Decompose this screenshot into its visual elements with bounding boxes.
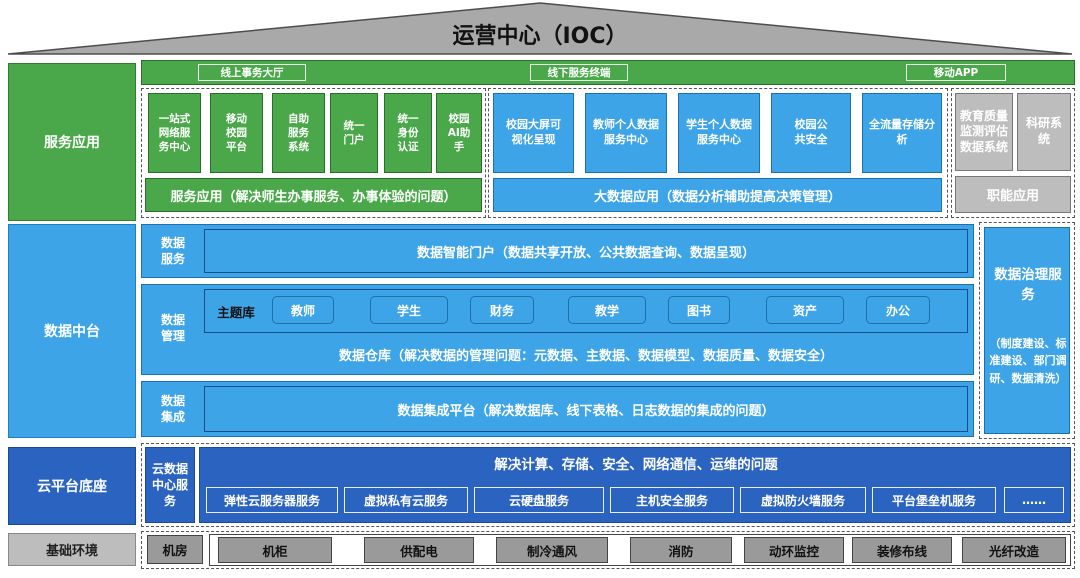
cloud-disk: 云硬盘服务 [474,487,604,513]
layer-label-cloud: 云平台底座 [8,447,136,525]
app-one-stop-service: 一站式网络服务中心 [148,93,201,173]
bigdata-apps-caption: 大数据应用（数据分析辅助提高决策管理） [493,178,942,212]
theme-office: 办公 [866,296,930,324]
app-campus-ai: 校园AI助手 [436,93,482,173]
cloud-host-security: 主机安全服务 [610,487,734,513]
roof [7,2,1073,55]
infra-cabling: 装修布线 [852,537,952,563]
infra-machine-room-contents [209,534,1071,566]
bigdata-apps-group [488,88,948,218]
layer-label-data: 数据中台 [8,224,136,438]
app-unified-portal: 统一门户 [330,93,378,173]
theme-student: 学生 [370,296,448,324]
layer-label-infra: 基础环境 [8,533,136,566]
app-self-service: 自助服务系统 [272,93,325,173]
app-teacher-data-center: 教师个人数据服务中心 [585,93,667,173]
app-campus-security: 校园公共安全 [771,93,851,173]
infra-machine-room: 机房 [147,535,203,564]
governance-title: 数据治理服务 [994,267,1062,303]
channel-bar: 线上事务大厅 线下服务终端 移动APP [141,60,1075,85]
theme-teacher: 教师 [272,296,334,324]
data-warehouse: 数据仓库（解决数据的管理问题：元数据、主数据、数据模型、数据质量、数据安全） [338,348,833,364]
theme-finance: 财务 [470,296,534,324]
app-student-data-center: 学生个人数据服务中心 [678,93,760,173]
data-integration-row [141,381,974,437]
infra-fiber-upgrade: 光纤改造 [962,537,1066,563]
theme-library [204,289,968,333]
app-mobile-campus: 移动校园平台 [210,93,263,173]
service-apps-group [141,88,486,218]
app-education-quality: 教育质量监测评估数据系统 [955,93,1013,171]
layer-label-service: 服务应用 [8,63,136,221]
channel-offline-terminal: 线下服务终端 [530,64,628,81]
theme-teaching: 教学 [568,296,646,324]
data-integration-platform: 数据集成平台（解决数据库、线下表格、日志数据的集成的问题） [204,386,968,432]
data-management-label: 数据管理 [160,312,185,343]
cloud-headline: 解决计算、存储、安全、网络通信、运维的问题 [494,457,778,473]
function-apps-caption: 职能应用 [955,176,1071,213]
infra-cooling: 制冷通风 [496,537,608,563]
page-title: 运营中心（IOC） [452,24,628,49]
service-apps-caption: 服务应用（解决师生办事服务、办事体验的问题） [145,178,482,212]
cloud-more: …… [1004,487,1064,513]
governance-detail: （制度建设、标准建设、部门调研、数据清洗） [989,336,1067,385]
theme-assets: 资产 [766,296,844,324]
data-smart-portal: 数据智能门户（数据共享开放、公共数据查询、数据呈现） [204,229,968,273]
channel-mobile-app: 移动APP [906,64,1006,81]
data-integration-label: 数据集成 [160,393,185,424]
infra-group [141,531,1075,569]
governance-group [979,222,1075,439]
app-traffic-analysis: 全流量存储分析 [862,93,942,173]
cloud-label: 云数据中心服务 [145,447,195,523]
cloud-virtual-firewall: 虚拟防火墙服务 [740,487,866,513]
data-service-row [141,224,974,278]
data-governance-service: 数据治理服务 （制度建设、标准建设、部门调研、数据清洗） [984,227,1070,434]
theme-library-label: 主题库 [217,304,255,320]
cloud-elastic-server: 弹性云服务器服务 [206,487,338,513]
infra-fire-protection: 消防 [630,537,732,563]
data-service-label: 数据服务 [160,235,185,266]
infra-environment-monitoring: 动环监控 [744,537,844,563]
theme-library-books: 图书 [668,296,730,324]
cloud-group [141,443,1075,527]
app-unified-identity: 统一身份认证 [384,93,432,173]
app-research-system: 科研系统 [1017,93,1071,171]
infra-power-supply: 供配电 [364,537,474,563]
cloud-vpc: 虚拟私有云服务 [344,487,468,513]
infra-cabinet: 机柜 [218,537,332,563]
cloud-bastion-host: 平台堡垒机服务 [872,487,996,513]
app-campus-screen: 校园大屏可视化呈现 [493,93,574,173]
function-apps-group [951,88,1075,218]
channel-online-hall: 线上事务大厅 [198,64,306,81]
